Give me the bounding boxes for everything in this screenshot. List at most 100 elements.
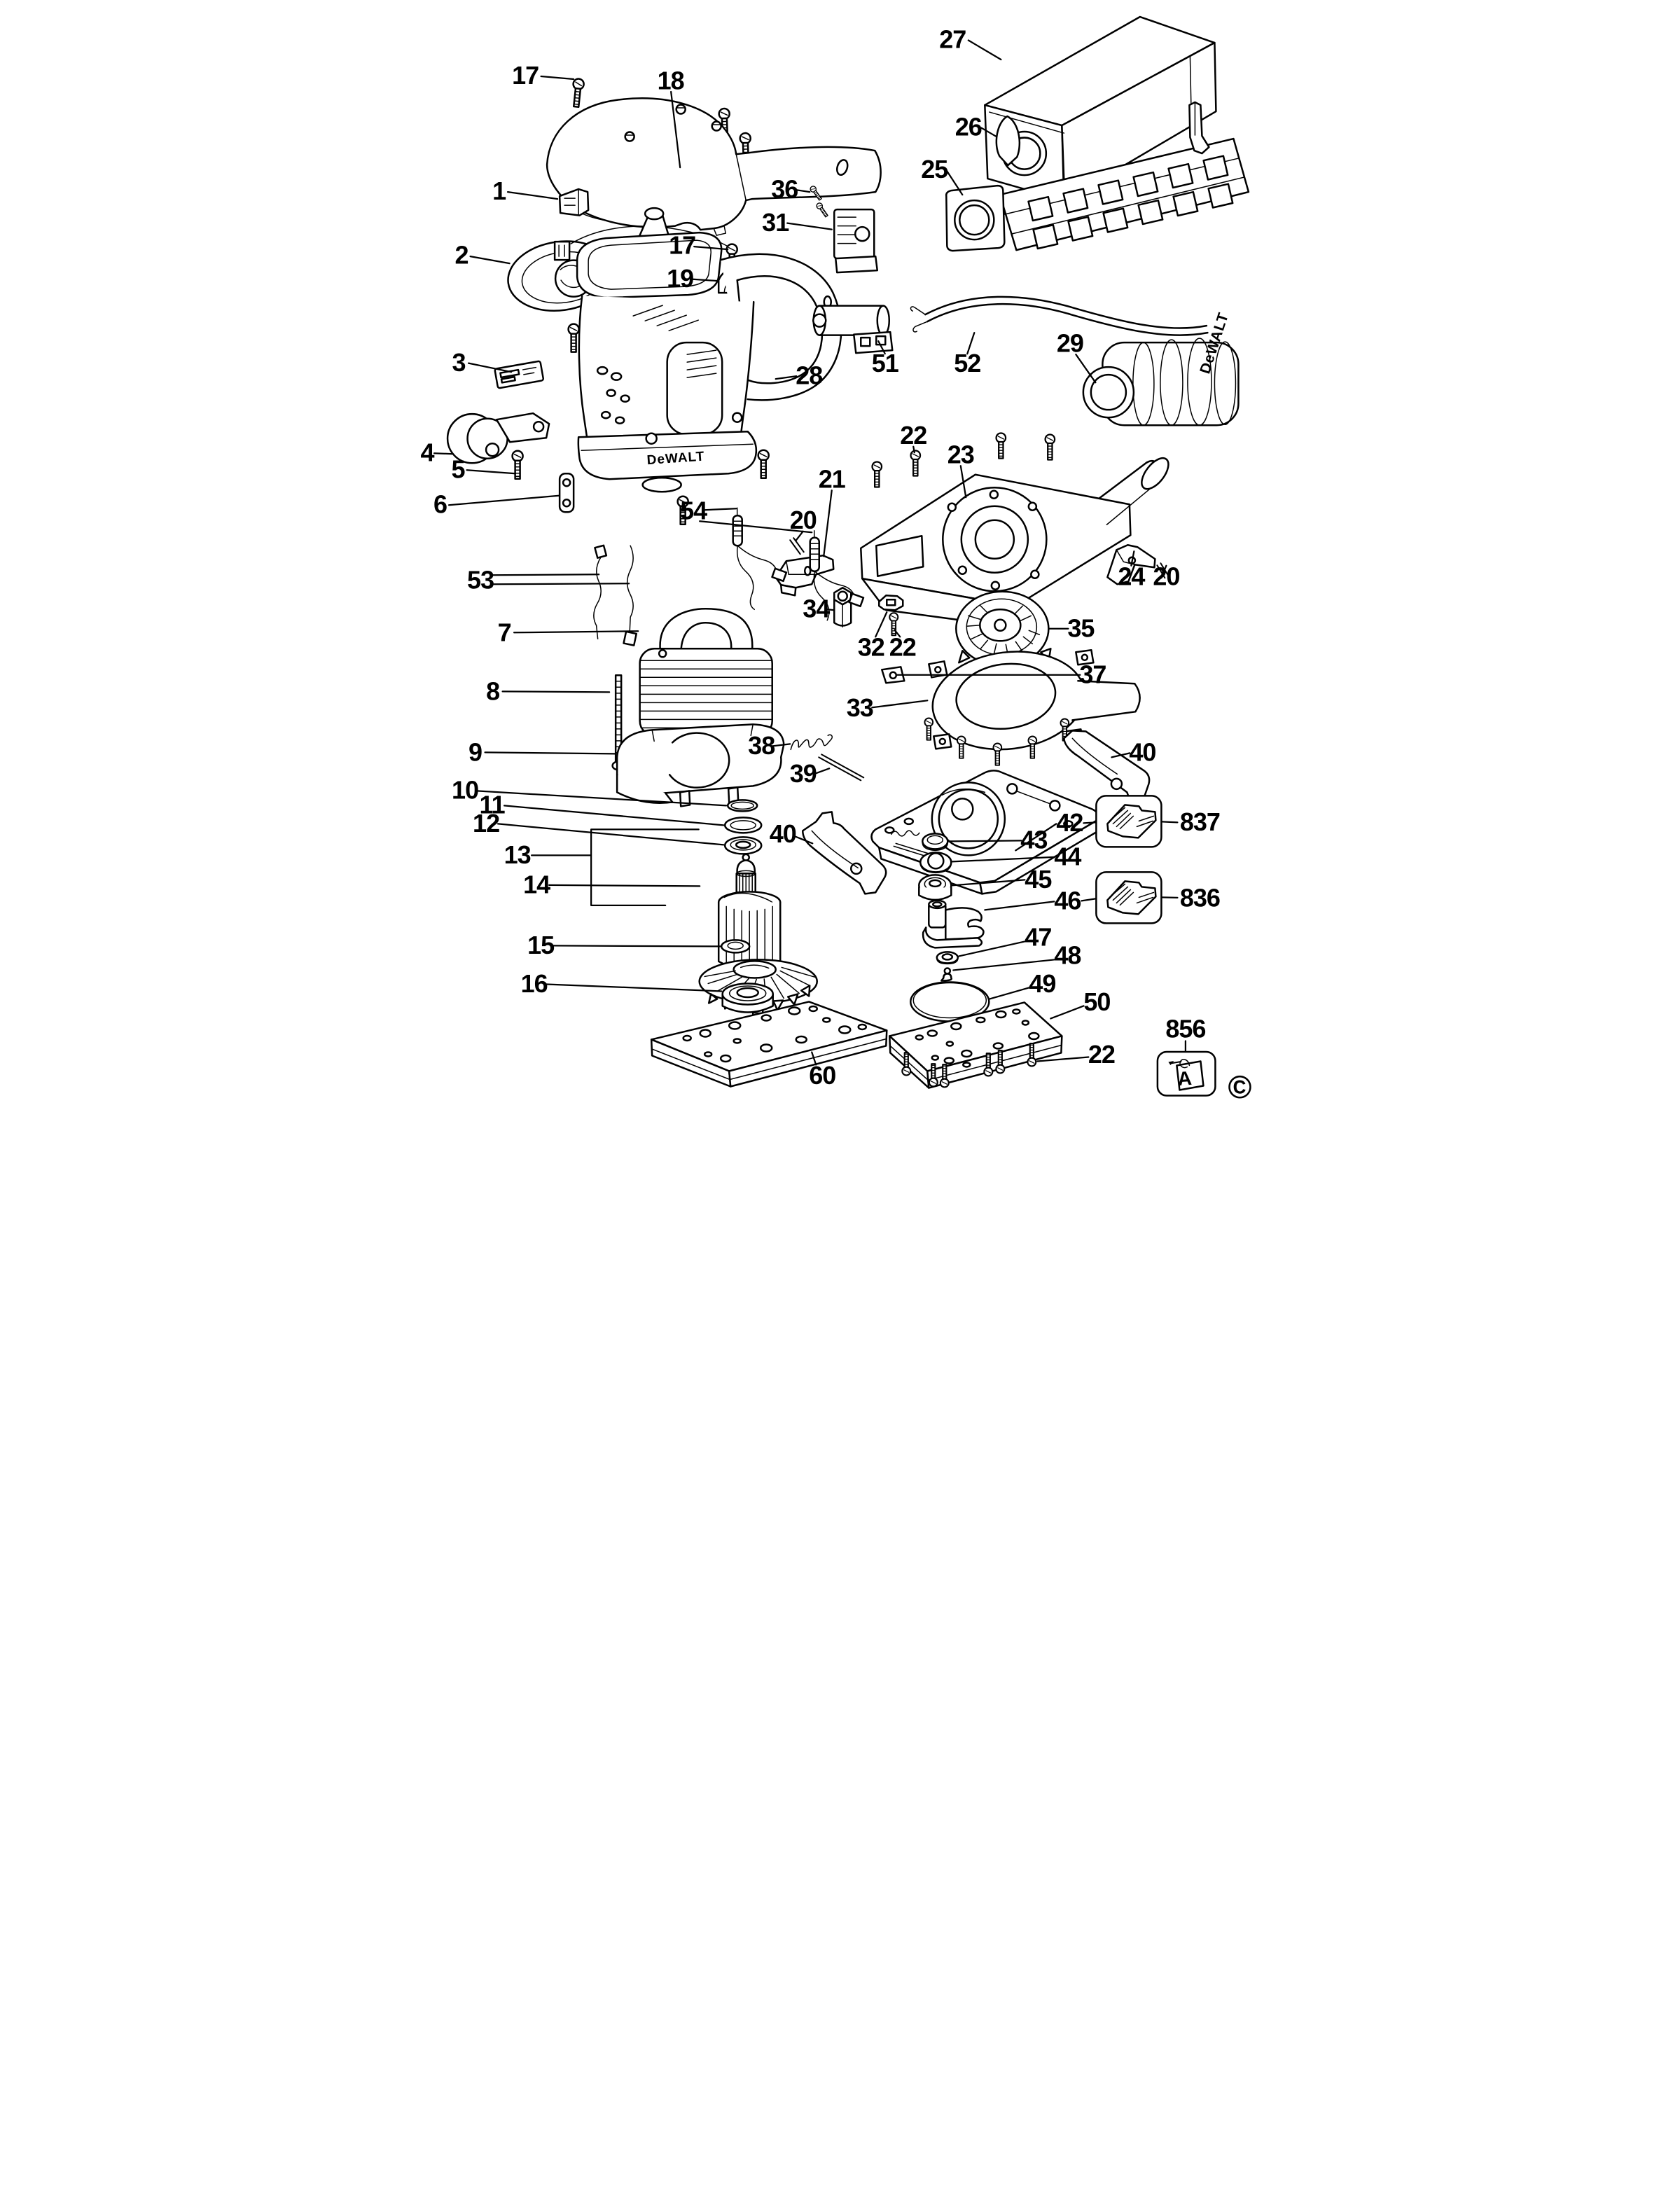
callout-44: 44 [1054, 842, 1081, 870]
part-52-power-cord [910, 296, 1209, 336]
callout-49: 49 [1029, 969, 1055, 998]
callout-11: 11 [479, 790, 505, 819]
part-39-pin [817, 754, 864, 782]
callout-39: 39 [789, 759, 816, 788]
callout-43: 43 [1020, 825, 1047, 854]
callout-6: 6 [433, 490, 447, 519]
callout-51: 51 [871, 349, 898, 377]
copyright-symbol: © [1228, 1069, 1251, 1104]
callout-13: 13 [504, 840, 530, 869]
callout-17-mid: 17 [669, 231, 695, 260]
part-28-motor-housing: DeWALT [567, 207, 842, 525]
part-6-link-plate [558, 472, 574, 513]
callout-18: 18 [657, 67, 683, 95]
callout-42: 42 [1056, 808, 1083, 837]
callout-54: 54 [680, 497, 707, 525]
part-18-top-cover [546, 97, 882, 236]
callout-40-right: 40 [1129, 737, 1155, 766]
callout-25: 25 [921, 155, 948, 183]
callout-21: 21 [818, 465, 845, 494]
callout-22-mid: 22 [889, 632, 915, 661]
part-38-spring [789, 734, 833, 751]
callout-28: 28 [796, 361, 822, 390]
kit-856-letter: A [1176, 1067, 1192, 1090]
part-13-armature [717, 853, 781, 973]
diagram-page: DeWALT DeWALT [419, 0, 1261, 1104]
callout-36: 36 [771, 175, 798, 204]
part-54-brush-assemblies [731, 507, 864, 621]
part-26-filter [995, 115, 1020, 167]
callout-17-top: 17 [512, 61, 539, 90]
part-34-hex-nut [833, 587, 852, 628]
callout-38: 38 [748, 731, 775, 760]
part-40-lever-left [801, 811, 887, 895]
callout-14: 14 [523, 870, 550, 898]
part-12-bearing-upper [723, 836, 762, 855]
part-15-washer [720, 939, 750, 954]
callout-4: 4 [420, 438, 434, 467]
part-43-seal [921, 833, 949, 852]
callout-47: 47 [1025, 922, 1051, 951]
callout-3: 3 [452, 348, 465, 377]
callout-856: 856 [1165, 1014, 1205, 1043]
callout-8: 8 [486, 676, 499, 705]
callout-2: 2 [454, 241, 468, 270]
exploded-parts-diagram: DeWALT DeWALT [419, 0, 1261, 1104]
callout-53: 53 [467, 565, 494, 594]
part-4-roller [446, 412, 550, 464]
part-3-nameplate [494, 360, 544, 389]
callout-837: 837 [1179, 807, 1219, 836]
callout-31: 31 [762, 208, 789, 237]
part-50-sanding-pad [888, 1001, 1063, 1089]
part-837-kit-box [1095, 795, 1162, 848]
part-40-lever-right [1062, 730, 1150, 805]
callout-19: 19 [667, 264, 693, 293]
callout-37: 37 [1079, 660, 1106, 688]
callout-22-top: 22 [900, 421, 926, 450]
part-11-washer [723, 817, 762, 834]
callout-7: 7 [497, 618, 511, 646]
part-44-cup-washer [919, 852, 952, 874]
part-836-kit-box [1095, 871, 1162, 924]
part-16-bearing-lower [721, 983, 774, 1013]
part-1-clip [558, 188, 589, 216]
part-23-gear-case [859, 457, 1169, 628]
callout-15: 15 [527, 931, 555, 959]
callout-52: 52 [954, 349, 980, 377]
callout-34: 34 [803, 594, 830, 623]
callout-29: 29 [1056, 329, 1083, 358]
callout-5: 5 [451, 455, 465, 484]
callout-labels: 17 18 27 26 25 1 36 31 2 17 19 3 28 51 5… [420, 25, 1220, 1090]
callout-26: 26 [954, 113, 981, 141]
part-35-fan [954, 590, 1052, 679]
leader-lines [433, 39, 1186, 1066]
callout-27: 27 [939, 25, 966, 54]
part-45-bearing-spindle [917, 874, 952, 901]
callout-20-right: 20 [1153, 562, 1179, 590]
callout-836: 836 [1179, 883, 1219, 912]
callout-60: 60 [809, 1061, 835, 1090]
part-49-seal-ring [909, 981, 990, 1022]
callout-35: 35 [1067, 613, 1095, 642]
part-48-screw-small [940, 967, 952, 982]
part-31-switch [833, 208, 878, 274]
callout-16: 16 [520, 969, 547, 998]
callout-48: 48 [1054, 940, 1081, 969]
part-53-brush-wires [592, 544, 637, 646]
part-33-fan-baffle [880, 649, 1141, 751]
callout-9: 9 [468, 737, 482, 766]
callout-10: 10 [452, 775, 478, 804]
callout-22-bottom: 22 [1088, 1040, 1114, 1069]
callout-46: 46 [1054, 886, 1081, 915]
callout-50: 50 [1083, 987, 1110, 1016]
callout-45: 45 [1025, 865, 1052, 894]
callout-1: 1 [492, 176, 506, 205]
part-10-retaining-ring [726, 799, 758, 812]
callout-24: 24 [1118, 562, 1145, 590]
callout-12: 12 [473, 809, 499, 838]
callout-32: 32 [857, 632, 884, 661]
part-32-clip [877, 595, 904, 611]
callout-33: 33 [846, 693, 873, 722]
callout-23: 23 [947, 440, 973, 469]
part-46-eccentric [922, 899, 985, 949]
